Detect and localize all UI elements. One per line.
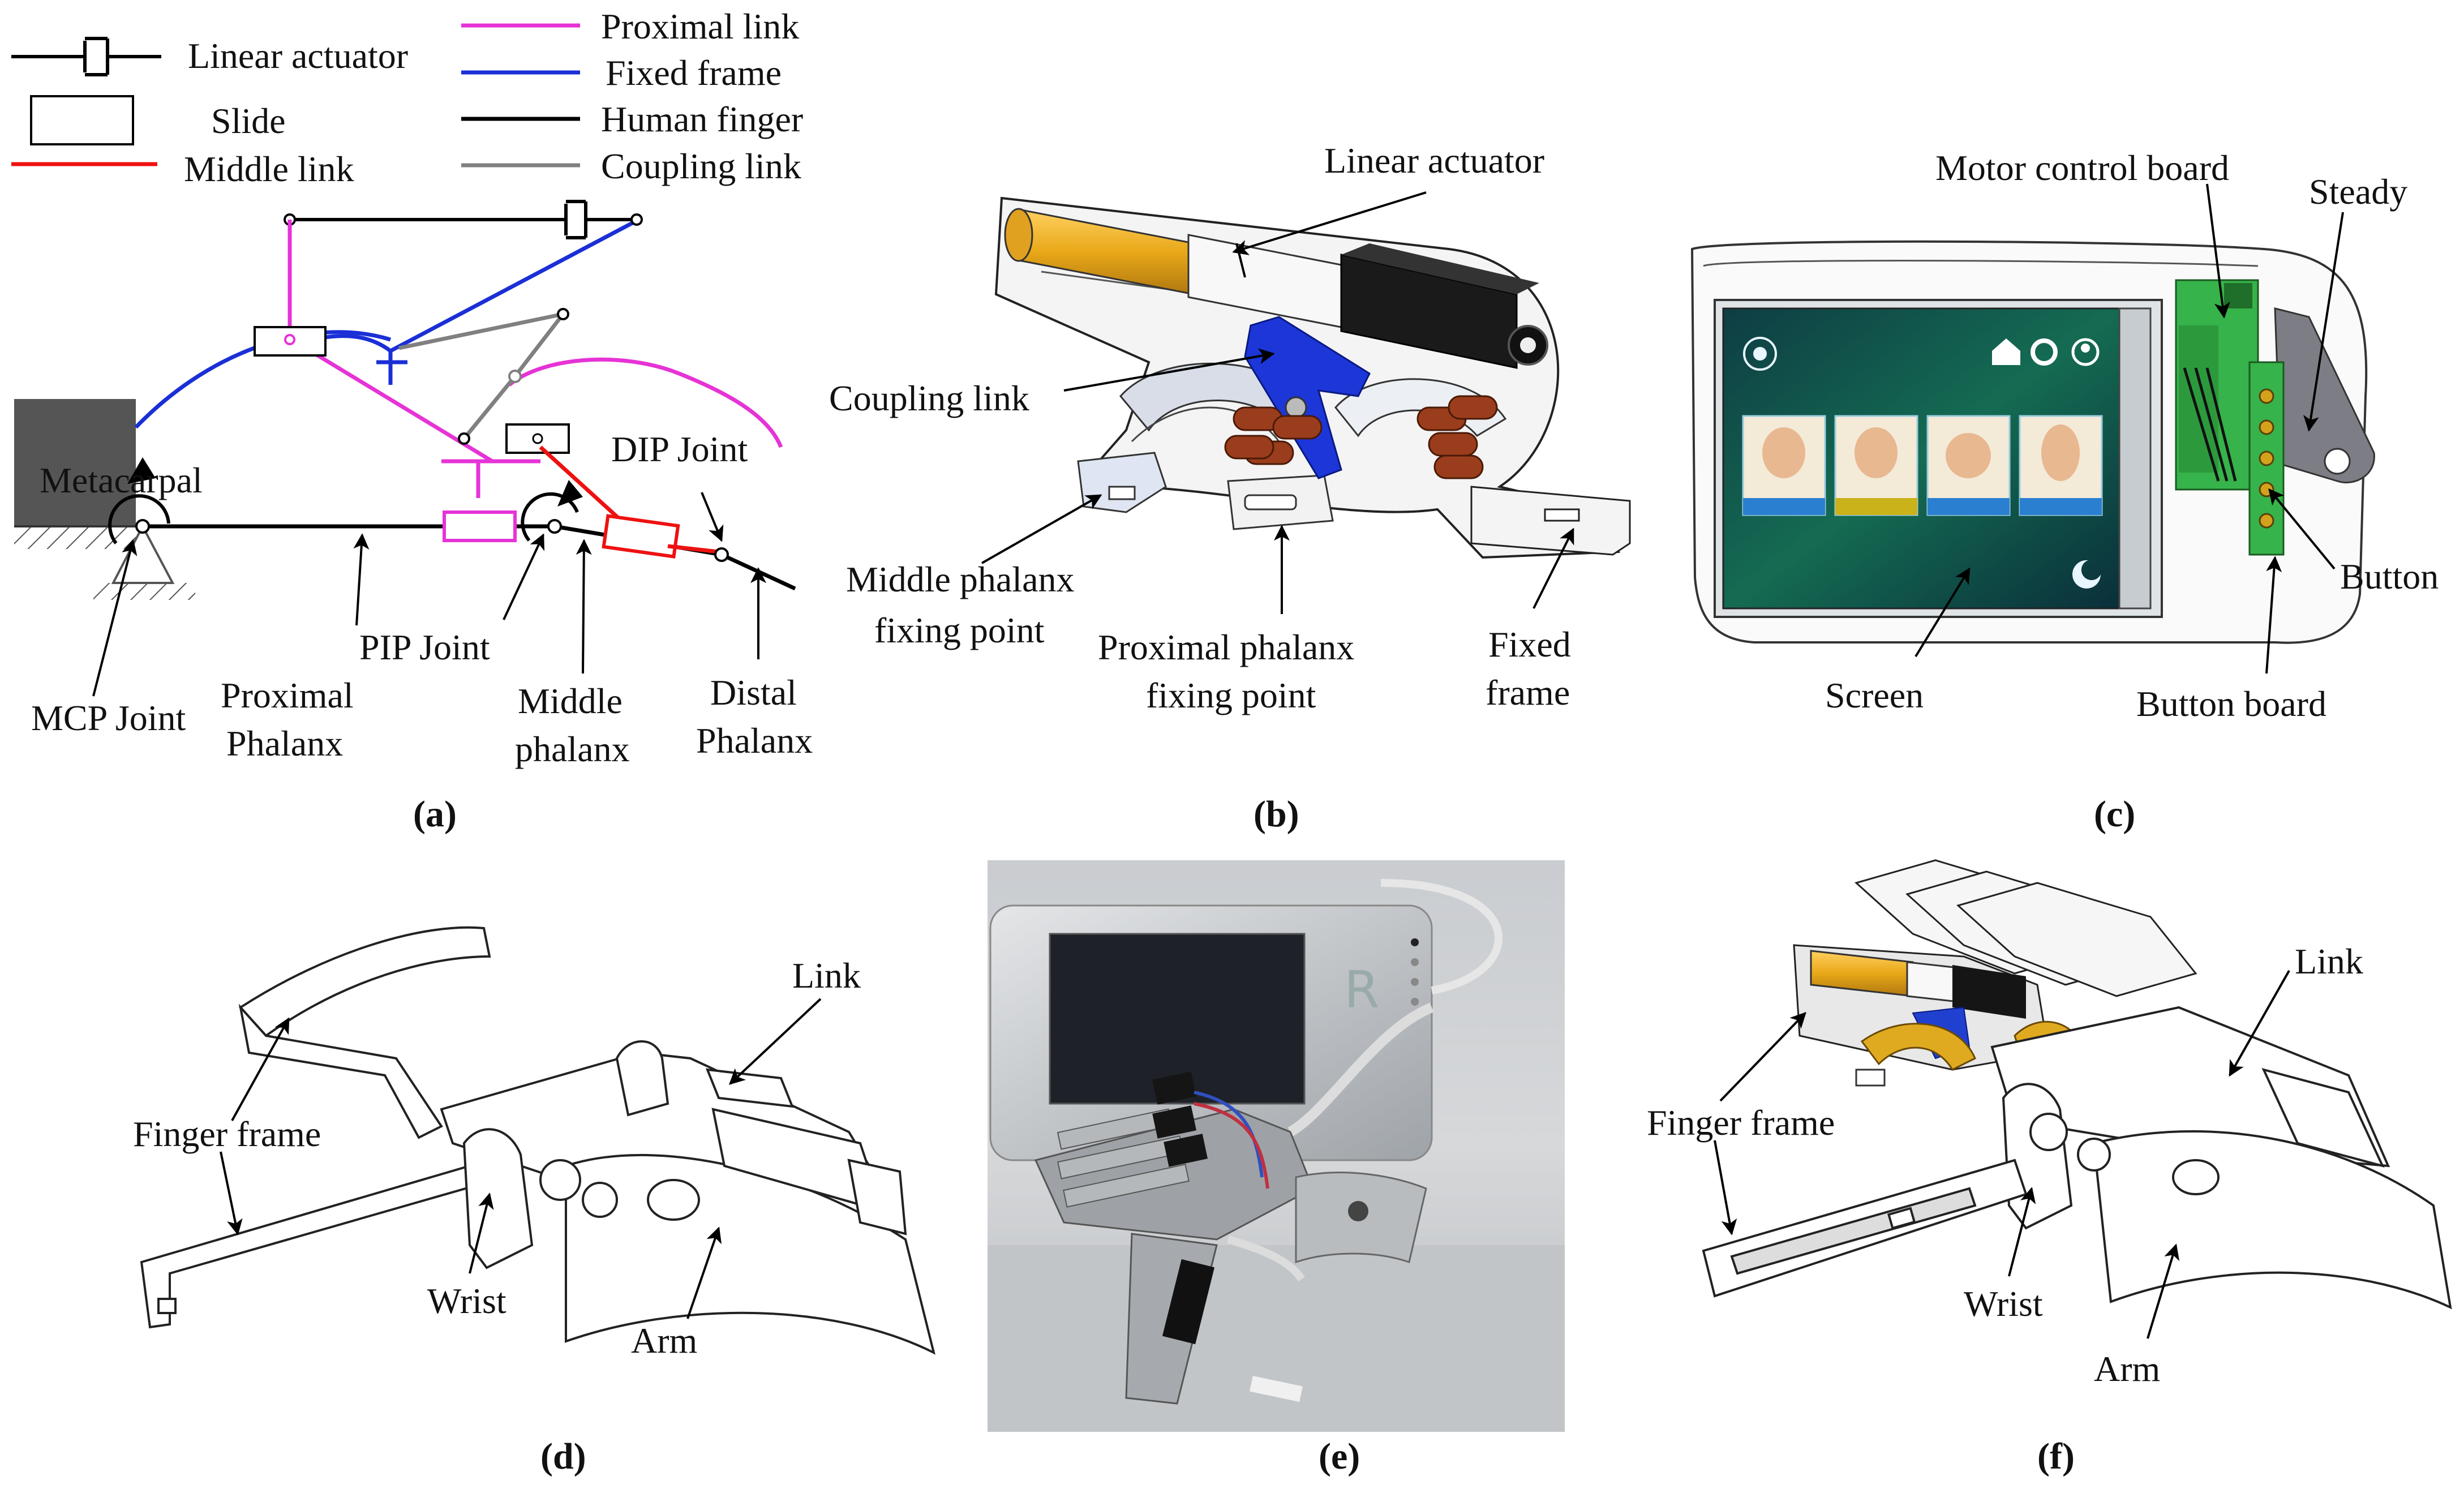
steady-bracket bbox=[2274, 307, 2375, 484]
label-middle-phalanx-fixing-2: fixing point bbox=[874, 610, 1045, 650]
label-proximal-phalanx-1: Proximal bbox=[221, 675, 354, 715]
label-arm-d: Arm bbox=[631, 1320, 697, 1361]
label-middle-phalanx-fixing-1: Middle phalanx bbox=[846, 559, 1074, 599]
slide-on-proximal bbox=[443, 510, 517, 542]
panel-a: Linear actuator Slide Middle link Proxim… bbox=[11, 6, 813, 835]
coupling-link-part bbox=[1244, 316, 1371, 479]
ground-hatch bbox=[14, 526, 136, 549]
top-actuator bbox=[290, 200, 637, 239]
mechanism-schematic: Metacarpal DIP Joint PIP Joint MCP Joint… bbox=[14, 200, 813, 769]
label-link-d: Link bbox=[792, 955, 861, 996]
panel-d: Link Finger frame Wrist Arm (d) bbox=[133, 926, 935, 1477]
label-proximal-phalanx-2: Phalanx bbox=[226, 723, 343, 763]
caption-b: (b) bbox=[1254, 793, 1299, 835]
middle-phalanx-fixing-part bbox=[1077, 452, 1167, 513]
legend-fixed-frame: Fixed frame bbox=[606, 53, 782, 93]
legend: Linear actuator Slide Middle link Proxim… bbox=[11, 6, 803, 189]
label-fixed-1: Fixed bbox=[1488, 624, 1571, 664]
caption-c: (c) bbox=[2094, 793, 2135, 835]
label-middle-phalanx-2: phalanx bbox=[515, 729, 630, 769]
linear-actuator-b bbox=[1004, 208, 1548, 369]
label-dip-joint: DIP Joint bbox=[611, 429, 748, 469]
label-finger-frame-f: Finger frame bbox=[1647, 1102, 1835, 1143]
label-wrist-d: Wrist bbox=[427, 1281, 506, 1321]
label-middle-phalanx-1: Middle bbox=[518, 681, 623, 721]
panel-b: Linear actuator Coupling link Middle pha… bbox=[829, 140, 1631, 835]
pip-joint-pin bbox=[547, 519, 562, 534]
label-distal-phalanx-2: Phalanx bbox=[696, 720, 813, 761]
screen-menu-cards bbox=[1742, 415, 2103, 516]
label-fixed-2: frame bbox=[1486, 672, 1570, 713]
photo-logo-icon: R bbox=[1344, 960, 1380, 1020]
caption-e: (e) bbox=[1319, 1436, 1360, 1477]
exoskeleton-frame-d bbox=[140, 926, 935, 1355]
label-motor-control-board: Motor control board bbox=[1935, 148, 2229, 188]
label-distal-phalanx-1: Distal bbox=[710, 672, 797, 713]
brown-pins bbox=[1224, 395, 1498, 479]
slide-symbol bbox=[30, 95, 134, 145]
button-4 bbox=[2259, 482, 2274, 497]
controller-render bbox=[1690, 240, 2375, 644]
panel-e: R (e) bbox=[988, 860, 1565, 1477]
button-5 bbox=[2259, 513, 2274, 529]
label-button-board: Button board bbox=[2136, 684, 2326, 724]
label-finger-frame-d: Finger frame bbox=[133, 1114, 321, 1154]
label-proximal-phalanx-fixing-2: fixing point bbox=[1146, 675, 1316, 715]
caption-a: (a) bbox=[413, 793, 457, 835]
label-mcp-joint: MCP Joint bbox=[31, 698, 186, 738]
label-coupling-link-b: Coupling link bbox=[829, 378, 1029, 418]
label-screen: Screen bbox=[1825, 675, 1924, 715]
label-wrist-f: Wrist bbox=[1964, 1284, 2043, 1324]
panel-f: Link Finger frame Wrist Arm (f) bbox=[1647, 859, 2452, 1477]
golden-arcs bbox=[1860, 1023, 1976, 1071]
caption-f: (f) bbox=[2037, 1436, 2075, 1477]
label-link-f: Link bbox=[2295, 941, 2363, 981]
label-arm-f: Arm bbox=[2094, 1349, 2160, 1389]
caption-d: (d) bbox=[540, 1436, 586, 1477]
legend-slide: Slide bbox=[211, 101, 286, 141]
label-metacarpal: Metacarpal bbox=[40, 460, 203, 500]
photo-exoskeleton bbox=[1034, 1071, 1427, 1405]
button-1 bbox=[2259, 388, 2274, 404]
device-render-b bbox=[994, 196, 1631, 559]
label-steady: Steady bbox=[2309, 171, 2407, 212]
panel-c: Motor control board Steady Button Screen… bbox=[1690, 148, 2439, 835]
dip-joint-pin bbox=[714, 547, 729, 562]
legend-coupling-link: Coupling link bbox=[601, 146, 801, 186]
button-2 bbox=[2259, 419, 2274, 435]
legend-middle-link: Middle link bbox=[184, 149, 354, 189]
label-proximal-phalanx-fixing-1: Proximal phalanx bbox=[1098, 627, 1354, 667]
coupling-link-drawing bbox=[398, 312, 565, 440]
legend-human-finger: Human finger bbox=[601, 99, 803, 139]
label-linear-actuator-b: Linear actuator bbox=[1324, 140, 1544, 181]
red-slide bbox=[602, 514, 680, 559]
linear-actuator-symbol bbox=[11, 37, 161, 76]
metacarpal-block bbox=[14, 399, 136, 526]
label-pip-joint: PIP Joint bbox=[359, 627, 490, 667]
legend-proximal-link: Proximal link bbox=[601, 6, 799, 46]
button-3 bbox=[2259, 451, 2274, 466]
legend-linear-actuator: Linear actuator bbox=[188, 36, 408, 76]
exoskeleton-render-f bbox=[1702, 859, 2452, 1310]
label-button: Button bbox=[2340, 556, 2439, 597]
mcp-joint-pin bbox=[135, 519, 150, 534]
